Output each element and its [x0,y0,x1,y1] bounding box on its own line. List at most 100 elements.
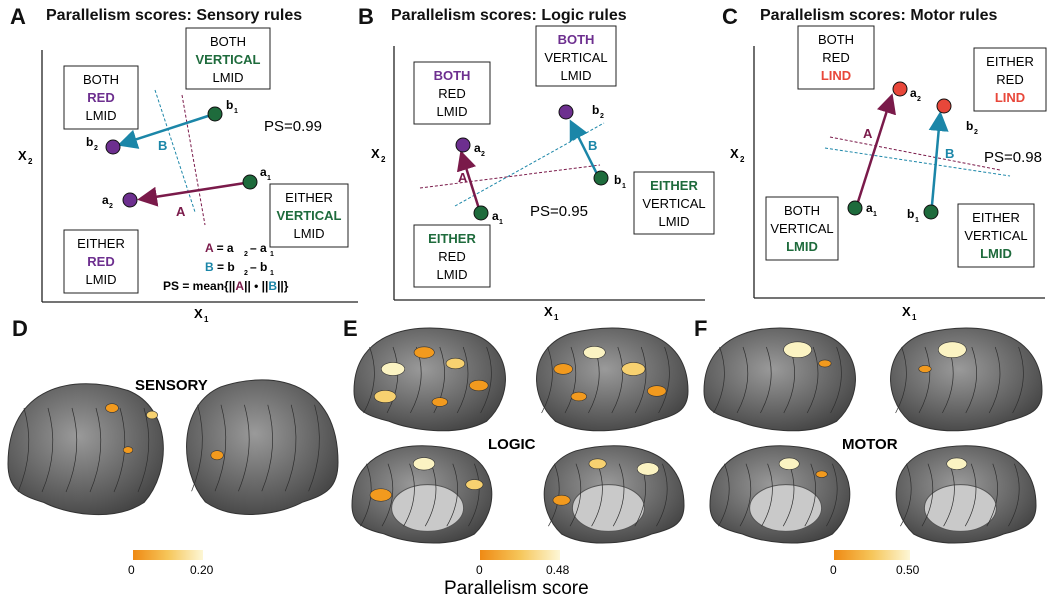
svg-text:1: 1 [622,183,626,190]
brain-parcel [369,488,392,502]
svg-text:B = b: B = b [205,260,235,274]
panel-letter-f: F [694,316,708,341]
label-logic: LOGIC [488,436,536,453]
condition-box-text: LIND [821,68,851,83]
svg-text:2: 2 [600,113,604,120]
brain-parcel [105,403,119,413]
brain-hemisphere [7,383,164,516]
svg-text:a: a [492,209,499,223]
colorbar-title: Parallelism score [444,578,589,599]
svg-text:A: A [458,170,468,185]
svg-text:X: X [371,146,380,161]
condition-box-text: EITHER [972,210,1020,225]
axis-y-label-a: X [18,148,27,163]
condition-box-text: RED [996,72,1023,87]
brain-surface-maps [7,327,1043,544]
panel-letter-b: B [358,4,374,29]
svg-text:2: 2 [109,203,113,210]
brain-parcel [146,410,158,420]
brain-hemisphere [895,445,1037,544]
condition-box-text: BOTH [558,32,595,47]
label-sensory: SENSORY [135,377,208,394]
panel-letter-d: D [12,316,28,341]
condition-box-text: BOTH [434,68,471,83]
svg-text:A: A [176,204,186,219]
ps-c: PS=0.98 [984,149,1042,166]
svg-text:2: 2 [244,251,248,258]
condition-box-text: RED [87,90,114,105]
svg-text:0: 0 [476,563,483,577]
svg-text:a: a [260,165,267,179]
brain-hemisphere [703,327,856,432]
brain-parcel [937,341,967,358]
brain-parcel [210,450,224,461]
condition-box-text: LMID [212,70,243,85]
condition-box-text: LMID [436,104,467,119]
condition-box-text: LMID [85,272,116,287]
label-motor: MOTOR [842,436,898,453]
ps-b: PS=0.95 [530,203,588,220]
condition-box-text: VERTICAL [770,221,833,236]
svg-text:2: 2 [244,270,248,277]
colorbar-e: 0 0.48 [476,550,570,577]
condition-box-text: LMID [980,246,1012,261]
svg-text:1: 1 [915,217,919,224]
brain-parcel [413,346,435,359]
svg-text:2: 2 [917,96,921,103]
brain-parcel [918,365,932,373]
ps-a: PS=0.99 [264,118,322,135]
svg-text:2: 2 [974,129,978,136]
svg-text:B: B [588,138,597,153]
svg-text:a: a [474,141,481,155]
svg-text:a: a [866,201,873,215]
brain-parcel [380,362,405,376]
svg-text:0.50: 0.50 [896,563,920,577]
panel-title-c: Parallelism scores: Motor rules [760,7,998,24]
brain-parcel [412,457,436,471]
brain-parcel [636,462,660,476]
svg-text:B: B [945,146,954,161]
svg-text:1: 1 [270,270,274,277]
svg-text:0.48: 0.48 [546,563,570,577]
brain-parcel [469,379,489,392]
condition-box-text: VERTICAL [277,208,342,223]
brain-parcel [445,357,466,370]
condition-box-text: LMID [786,239,818,254]
brain-parcel [122,446,134,454]
svg-text:1: 1 [267,175,271,182]
brain-hemisphere [353,327,506,432]
axis-x-label-a: X [194,306,203,321]
svg-text:X: X [730,146,739,161]
brain-parcel [552,494,571,506]
brain-parcel [783,341,812,358]
brain-hemisphere [536,327,689,432]
condition-box-text: EITHER [428,231,476,246]
brain-parcel [815,470,828,478]
brain-hemisphere [186,379,339,515]
svg-text:X: X [902,304,911,319]
condition-box-text: LIND [995,90,1025,105]
condition-box-text: EITHER [77,236,125,251]
colorbar-d: 0 0.20 [128,550,214,577]
svg-text:– a: – a [250,241,267,255]
brain-parcel [570,391,587,402]
condition-box-text: BOTH [83,72,119,87]
brain-hemisphere [890,327,1043,432]
brain-parcel [373,390,397,403]
svg-text:1: 1 [234,108,238,115]
colorbar-f: 0 0.50 [830,550,920,577]
brain-parcel [778,457,800,470]
svg-text:1: 1 [873,211,877,218]
svg-text:2: 2 [481,151,485,158]
condition-box-text: LMID [293,226,324,241]
svg-text:b: b [86,135,93,149]
svg-text:1: 1 [554,313,559,322]
svg-text:1: 1 [270,251,274,258]
svg-text:1: 1 [204,315,209,324]
brain-parcel [588,458,607,470]
condition-box-text: VERTICAL [964,228,1027,243]
svg-text:a: a [910,86,917,100]
